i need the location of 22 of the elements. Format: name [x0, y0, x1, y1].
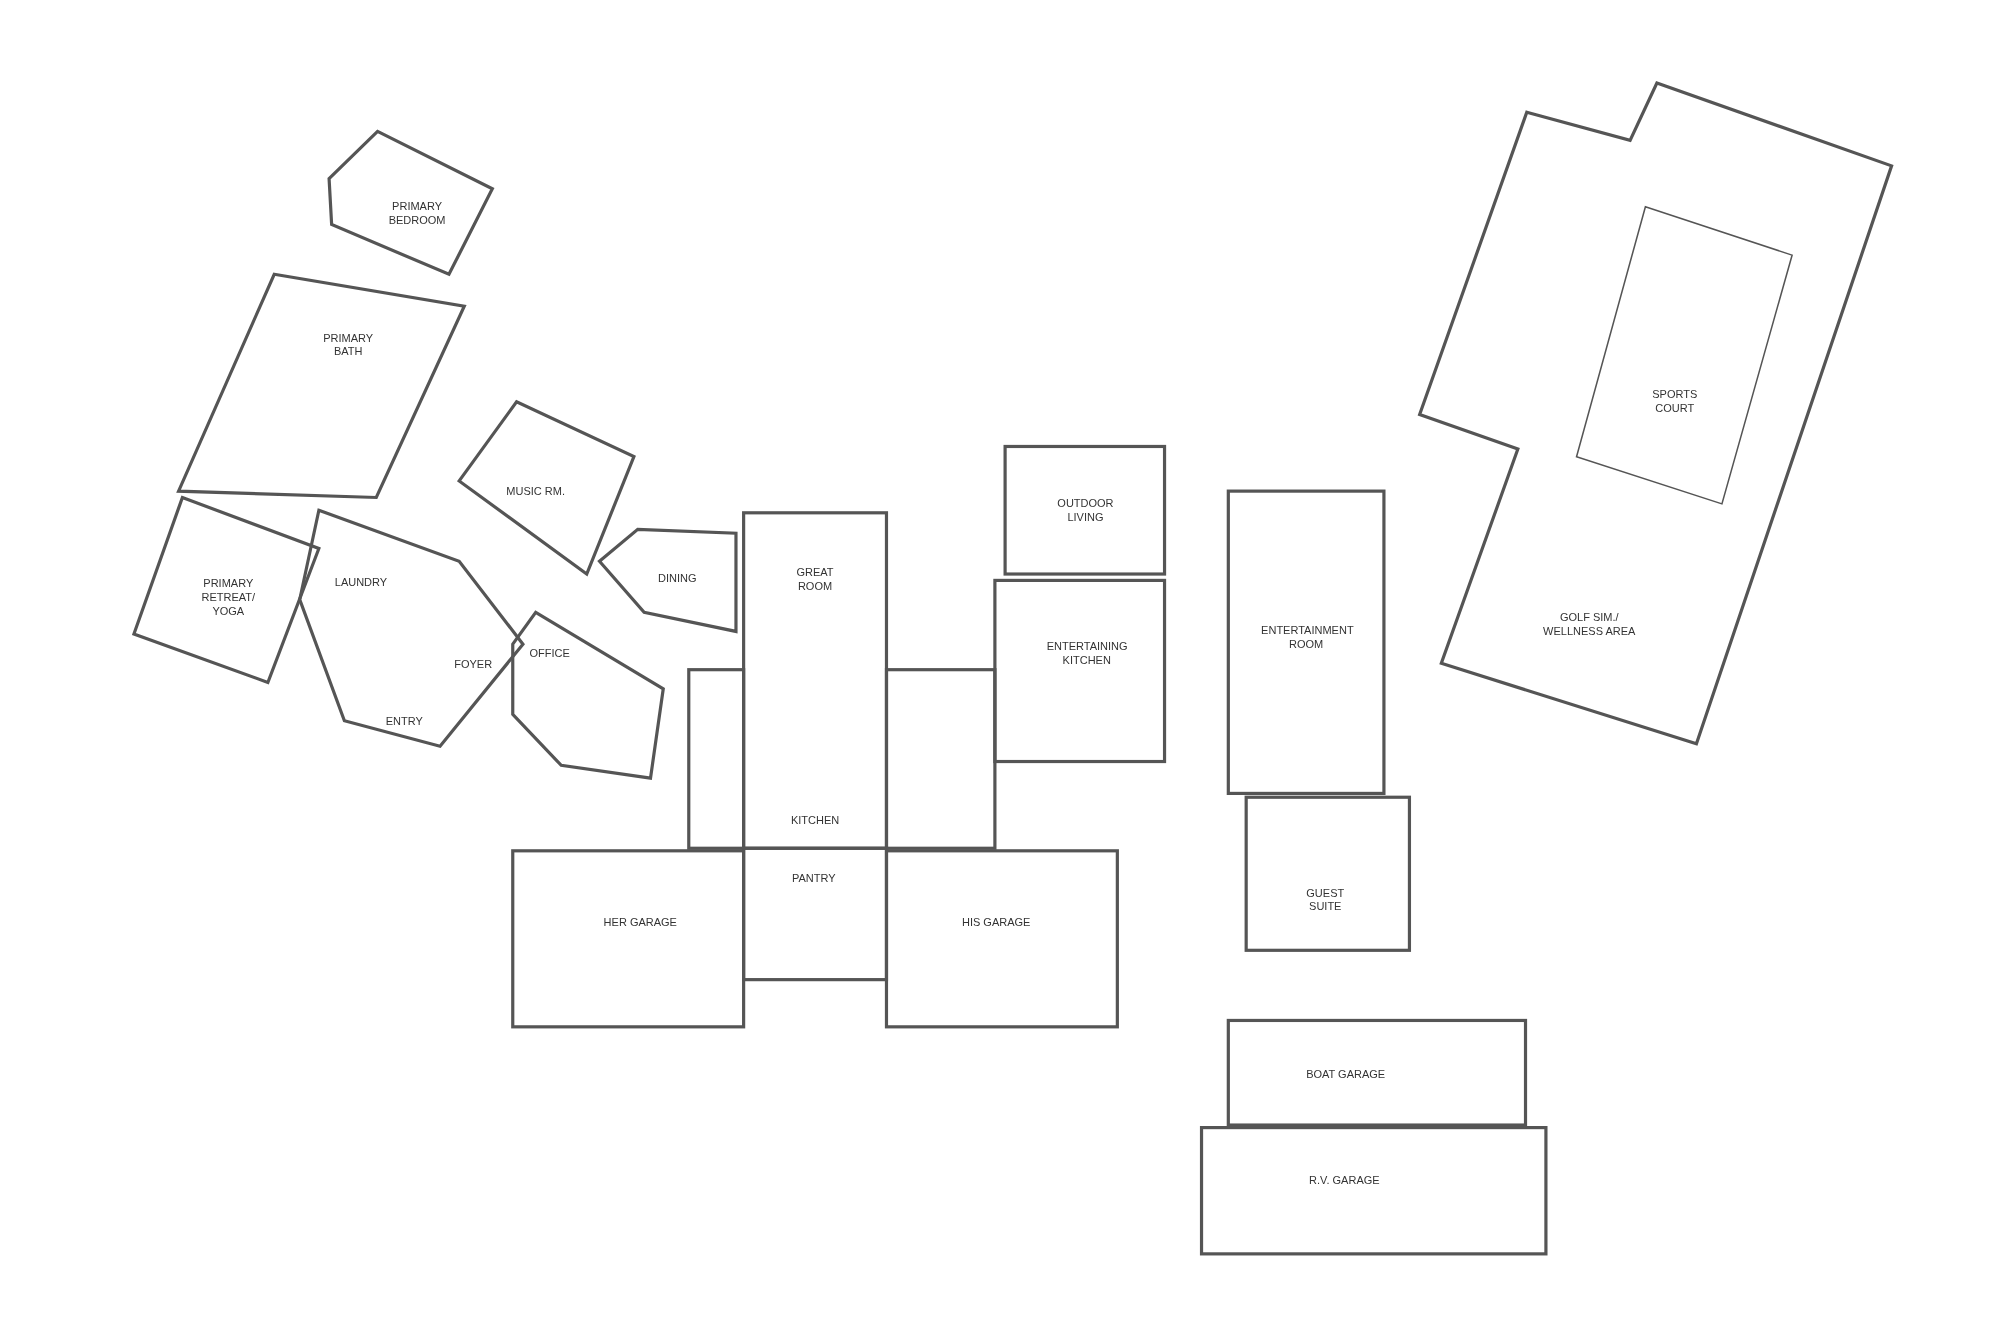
room-label: PANTRY: [790, 871, 837, 886]
room-label: HIS GARAGE: [960, 916, 1032, 931]
room-label: KITCHEN: [789, 814, 841, 829]
room-label: HER GARAGE: [602, 916, 678, 931]
room-label: MUSIC RM.: [505, 485, 567, 500]
room-label: PRIMARY RETREAT/ YOGA: [200, 577, 257, 619]
room-label: FOYER: [453, 657, 494, 672]
room-label: OUTDOOR LIVING: [1056, 497, 1115, 526]
room-label: SPORTS COURT: [1651, 388, 1699, 416]
room-label: PRIMARY BEDROOM: [387, 200, 447, 229]
room-label: ENTERTAINMENT ROOM: [1261, 624, 1352, 652]
room-label: DINING: [657, 572, 698, 586]
room-label: LAUNDRY: [333, 576, 389, 590]
room-label: BOAT GARAGE: [1305, 1068, 1387, 1083]
room-label: OFFICE: [528, 647, 571, 662]
room-label: GREAT ROOM: [795, 566, 835, 595]
room-label: R.V. GARAGE: [1308, 1174, 1381, 1188]
room-label: PRIMARY BATH: [322, 331, 375, 360]
room-label: ENTRY: [384, 715, 424, 729]
room-label: GUEST SUITE: [1305, 886, 1346, 915]
room-label: GOLF SIM./ WELLNESS AREA: [1542, 611, 1637, 639]
room-label: ENTERTAINING KITCHEN: [1046, 640, 1127, 669]
